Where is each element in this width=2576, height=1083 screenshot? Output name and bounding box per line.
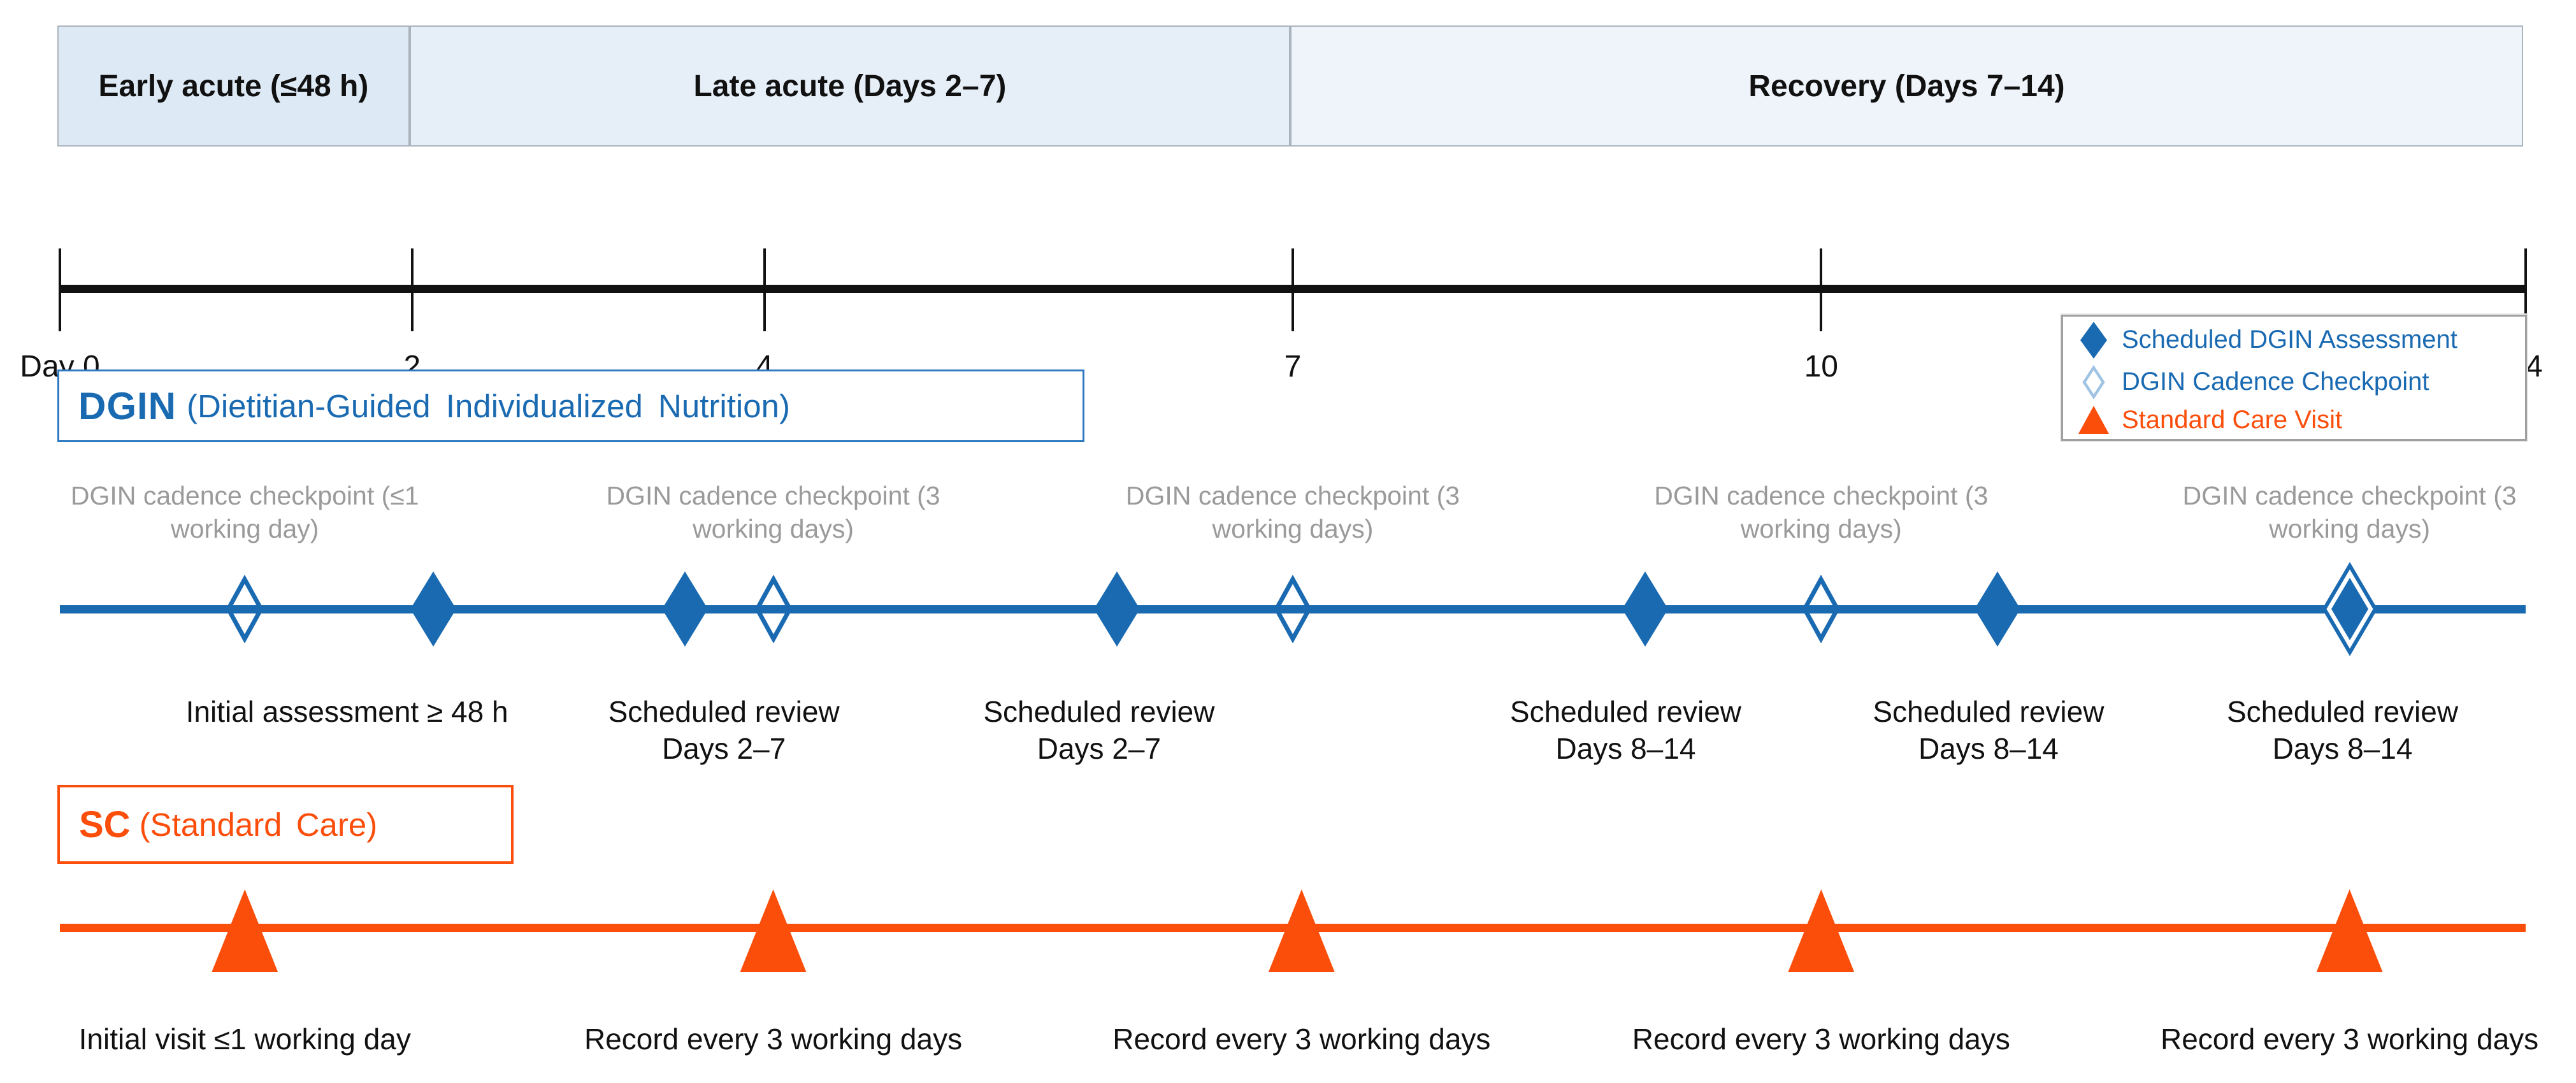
review-label-line1: Initial assessment ≥ 48 h bbox=[185, 695, 508, 728]
legend-item: DGIN Cadence Checkpoint bbox=[2076, 364, 2512, 399]
review-label-line2: Days 8–14 bbox=[2272, 732, 2413, 765]
axis-tick-day-10 bbox=[1820, 248, 1823, 331]
dgin-abbr: DGIN bbox=[78, 384, 176, 427]
review-label-line2: Days 8–14 bbox=[1555, 732, 1696, 765]
axis-tick-day-14 bbox=[2524, 248, 2528, 331]
checkpoint-label-line2: working days) bbox=[693, 514, 854, 543]
dgin-checkpoint-label: DGIN cadence checkpoint (3 working days) bbox=[1126, 479, 1460, 545]
sc-arm-title: SC (Standard Care) bbox=[57, 785, 514, 864]
checkpoint-label-line1: DGIN cadence checkpoint (3 bbox=[1654, 481, 1989, 510]
phase-recovery: Recovery (Days 7–14) bbox=[1290, 25, 2523, 147]
checkpoint-label-line1: DGIN cadence checkpoint (3 bbox=[1125, 481, 1460, 510]
filled-triangle-icon bbox=[2076, 406, 2112, 434]
dgin-marker-checkpoint bbox=[1272, 575, 1313, 643]
sc-abbr: SC bbox=[79, 803, 131, 845]
sc-title-rest: (Standard Care) bbox=[139, 806, 378, 843]
dgin-marker-checkpoint bbox=[224, 575, 265, 643]
axis-tick-label: 10 bbox=[1804, 350, 1838, 384]
dgin-marker-checkpoint bbox=[753, 575, 794, 643]
checkpoint-label-line2: working days) bbox=[1740, 514, 1902, 543]
dgin-marker-assessment bbox=[1093, 571, 1140, 647]
dgin-title-rest: (Dietitian-Guided Individualized Nutriti… bbox=[187, 387, 790, 424]
axis-tick-day-2 bbox=[410, 248, 414, 331]
dgin-marker-assessment bbox=[410, 571, 457, 647]
checkpoint-label-line2: working days) bbox=[1212, 514, 1374, 543]
dgin-marker-assessment bbox=[1622, 571, 1668, 647]
review-label-line1: Scheduled review bbox=[2226, 695, 2459, 728]
dgin-checkpoint-label: DGIN cadence checkpoint (≤1 working day) bbox=[71, 479, 419, 545]
dgin-checkpoint-label: DGIN cadence checkpoint (3 working days) bbox=[606, 479, 940, 545]
dgin-checkpoint-label: DGIN cadence checkpoint (3 working days) bbox=[1654, 479, 1988, 545]
legend-item: Scheduled DGIN Assessment bbox=[2076, 321, 2512, 359]
dgin-arm-title: DGIN (Dietitian-Guided Individualized Nu… bbox=[57, 369, 1084, 442]
dgin-marker-assessment bbox=[1974, 571, 2020, 647]
sc-visit-label: Record every 3 working days bbox=[1632, 1022, 2010, 1056]
sc-visit-label: Record every 3 working days bbox=[2161, 1022, 2539, 1056]
checkpoint-label-line2: working day) bbox=[171, 514, 319, 543]
review-label-line2: Days 2–7 bbox=[661, 732, 786, 765]
phase-early-acute: Early acute (≤48 h) bbox=[57, 25, 410, 147]
review-label-line2: Days 2–7 bbox=[1037, 732, 1162, 765]
legend-label: Scheduled DGIN Assessment bbox=[2122, 326, 2457, 354]
review-label-line1: Scheduled review bbox=[983, 695, 1215, 728]
checkpoint-label-line2: working days) bbox=[2269, 514, 2431, 543]
review-label-line2: Days 8–14 bbox=[1918, 732, 2059, 765]
phase-label: Late acute (Days 2–7) bbox=[693, 69, 1007, 103]
sc-visit-label: Record every 3 working days bbox=[584, 1022, 963, 1056]
review-label-line1: Scheduled review bbox=[1509, 695, 1742, 728]
checkpoint-label-line1: DGIN cadence checkpoint (3 bbox=[2182, 481, 2517, 510]
phase-label: Early acute (≤48 h) bbox=[98, 69, 369, 103]
open-diamond-icon bbox=[2076, 364, 2112, 399]
dgin-marker-checkpoint bbox=[1801, 575, 1841, 643]
phase-late-acute: Late acute (Days 2–7) bbox=[409, 25, 1290, 147]
review-label-line1: Scheduled review bbox=[608, 695, 840, 728]
axis-tick-label: 7 bbox=[1284, 350, 1302, 384]
axis-tick-day-4 bbox=[763, 248, 766, 331]
axis-tick-day-0 bbox=[59, 248, 61, 331]
dgin-marker-both bbox=[2321, 562, 2379, 656]
sc-visit-label: Record every 3 working days bbox=[1112, 1022, 1491, 1056]
phase-label: Recovery (Days 7–14) bbox=[1748, 69, 2065, 103]
axis-tick-day-7 bbox=[1292, 248, 1294, 331]
dgin-checkpoint-label: DGIN cadence checkpoint (3 working days) bbox=[2183, 479, 2517, 545]
checkpoint-label-line1: DGIN cadence checkpoint (3 bbox=[606, 481, 940, 510]
checkpoint-label-line1: DGIN cadence checkpoint (≤1 bbox=[70, 481, 419, 510]
filled-diamond-icon bbox=[2076, 321, 2112, 359]
review-label-line1: Scheduled review bbox=[1873, 695, 2105, 728]
legend-item: Standard Care Visit bbox=[2076, 406, 2512, 434]
dgin-marker-assessment bbox=[662, 571, 709, 647]
dgin-review-label: Initial assessment ≥ 48 h bbox=[186, 693, 508, 730]
legend-label: DGIN Cadence Checkpoint bbox=[2122, 368, 2429, 396]
sc-visit-label: Initial visit ≤1 working day bbox=[78, 1022, 411, 1056]
legend-label: Standard Care Visit bbox=[2122, 405, 2343, 434]
